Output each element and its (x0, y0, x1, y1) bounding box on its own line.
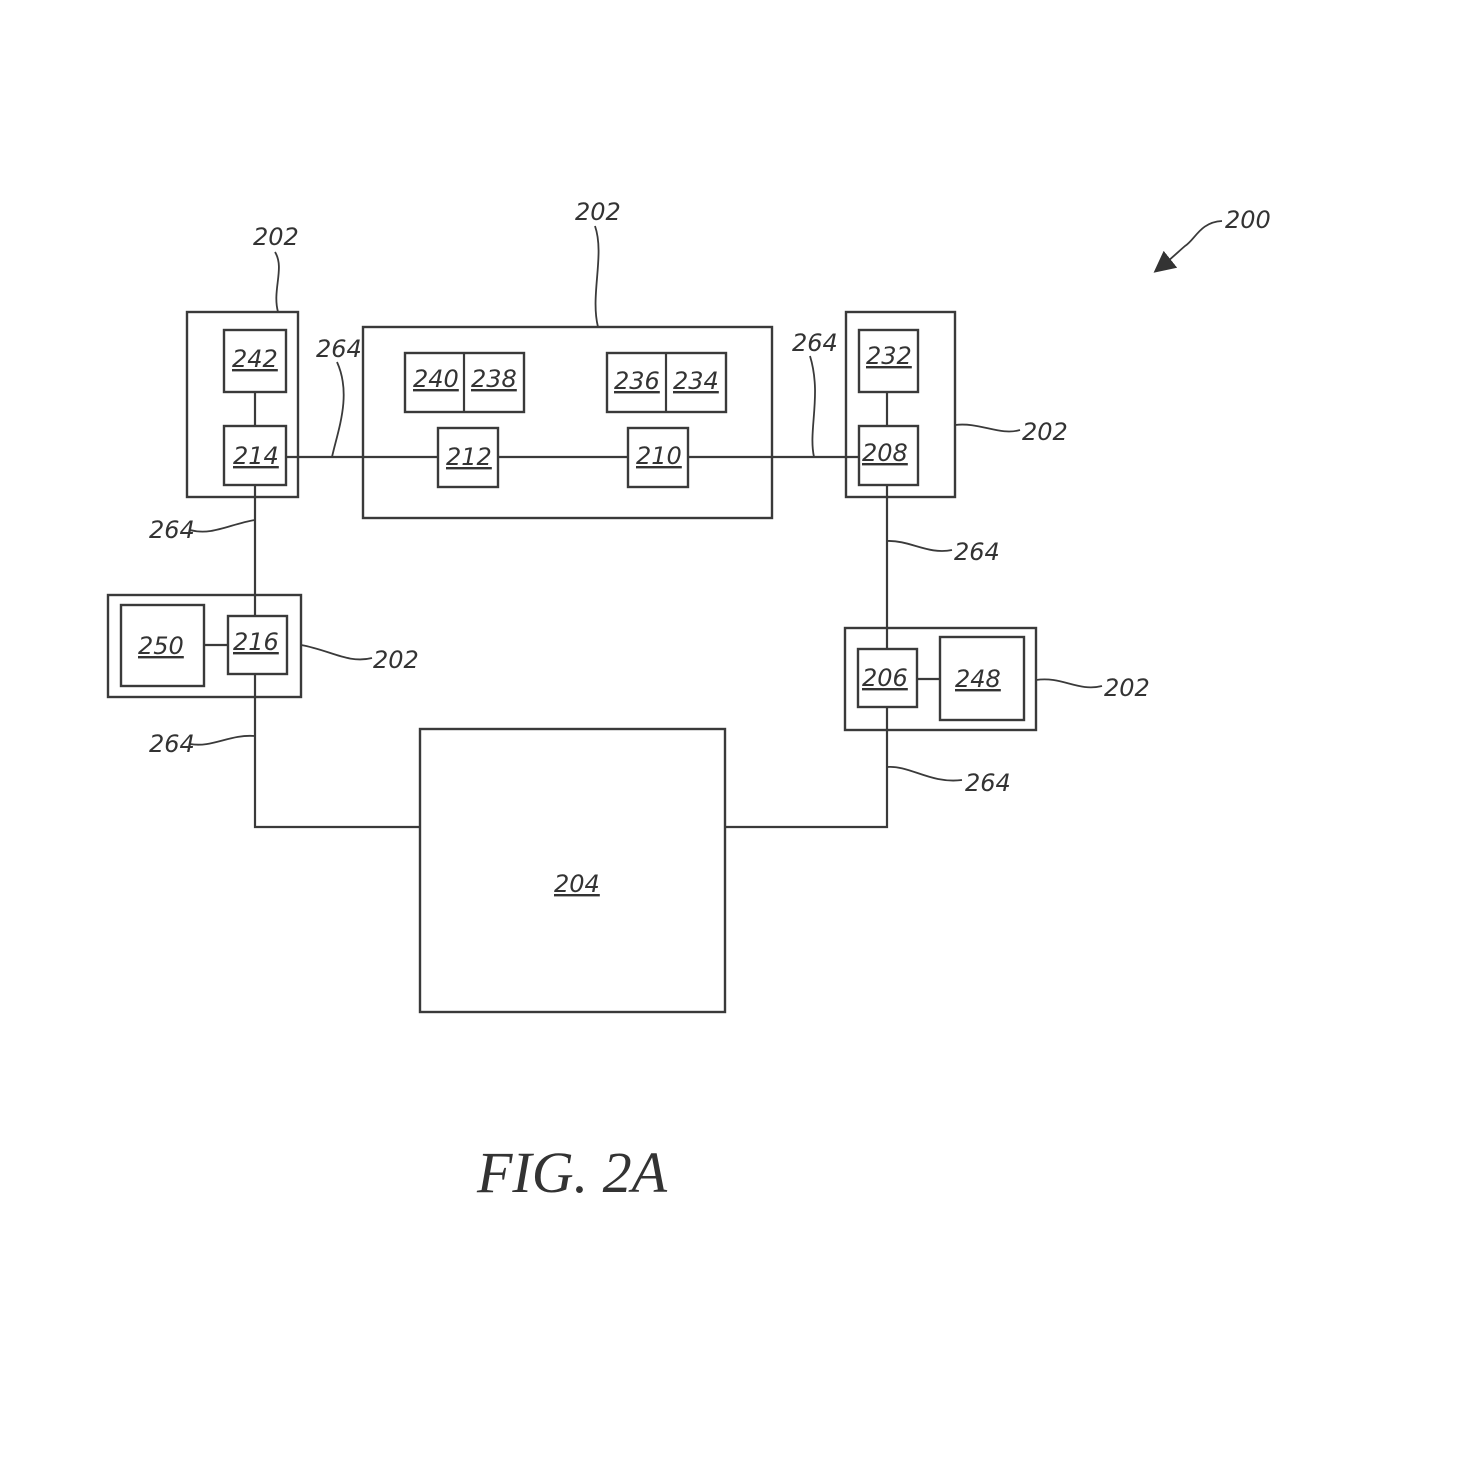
component-250 (119, 603, 206, 688)
leader-264-right-lower (886, 766, 963, 782)
label-250: 250 (138, 632, 184, 660)
wire-216-204 (253, 674, 420, 829)
component-208 (857, 424, 920, 487)
leader-202-top-left (274, 251, 280, 313)
label-206: 206 (862, 664, 908, 692)
ref-202-top-left: 202 (253, 223, 299, 251)
label-204: 204 (554, 870, 600, 898)
leader-264-right-upper (886, 540, 953, 552)
leader-202-left (300, 644, 373, 661)
label-236: 236 (614, 367, 660, 395)
component-204 (418, 727, 727, 1014)
leader-264-left-lower (189, 734, 256, 746)
wire-206-204 (725, 707, 889, 829)
ref-264-top-right: 264 (792, 329, 838, 357)
ref-264-left-lower: 264 (149, 730, 195, 758)
component-214 (222, 424, 288, 487)
ref-264-right-lower: 264 (965, 769, 1011, 797)
label-212: 212 (446, 443, 492, 471)
leader-264-top-left (331, 361, 345, 458)
component-248 (938, 635, 1026, 722)
label-242: 242 (232, 345, 278, 373)
label-214: 214 (233, 442, 279, 470)
component-212 (436, 426, 500, 489)
component-216 (226, 614, 289, 676)
label-238: 238 (471, 365, 517, 393)
system-pointer-arrow (1153, 220, 1223, 273)
leader-264-top-right (809, 355, 816, 458)
label-216: 216 (233, 628, 279, 656)
label-240: 240 (413, 365, 459, 393)
leader-202-right (1035, 678, 1103, 689)
ref-264-left-upper: 264 (149, 516, 195, 544)
label-208: 208 (862, 439, 908, 467)
component-232 (857, 328, 920, 394)
ref-202-top-right: 202 (1022, 418, 1068, 446)
ref-264-right-upper: 264 (954, 538, 1000, 566)
ref-202-right: 202 (1104, 674, 1150, 702)
label-248: 248 (955, 665, 1001, 693)
figure-caption: FIG. 2A (476, 1140, 668, 1205)
ref-202-top-center: 202 (575, 198, 621, 226)
label-210: 210 (636, 442, 682, 470)
ref-202-left: 202 (373, 646, 419, 674)
component-206 (856, 647, 919, 709)
leader-202-top-right (954, 423, 1021, 433)
label-232: 232 (866, 342, 912, 370)
component-210 (626, 426, 690, 489)
ref-264-top-left: 264 (316, 335, 362, 363)
ref-200: 200 (1225, 206, 1271, 234)
label-234: 234 (673, 367, 719, 395)
component-242 (222, 328, 288, 394)
leader-202-top-center (594, 225, 600, 328)
leader-264-left-upper (189, 519, 256, 533)
